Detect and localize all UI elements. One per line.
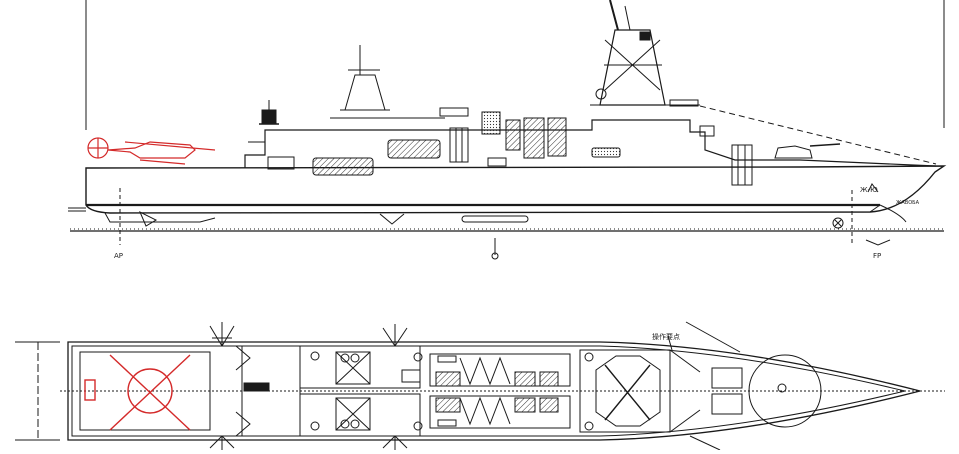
ap-label: AP — [114, 252, 123, 260]
launcher-box-3 — [547, 117, 567, 157]
ciws-mount — [261, 109, 277, 125]
helipad-marking — [79, 351, 211, 431]
launcher-bay-stbd — [429, 395, 571, 429]
hangar-equipment — [243, 382, 270, 392]
bridge-window — [699, 125, 715, 137]
callout-leader — [685, 321, 741, 353]
main-mast — [599, 29, 666, 106]
gun-deck-port — [711, 367, 743, 389]
hangar-chamfer — [235, 345, 251, 437]
door-panel-1 — [449, 127, 469, 163]
gun-turret-icon — [774, 145, 813, 159]
gun-deck-stbd — [711, 393, 743, 415]
searchlight — [595, 88, 607, 100]
jackstay — [699, 105, 937, 165]
gun-arc — [748, 354, 822, 428]
deck-hatch — [487, 157, 507, 167]
plan-view — [15, 321, 945, 451]
hangar-plan — [242, 345, 301, 437]
launcher-bay-port — [429, 353, 571, 387]
radar-array — [595, 355, 661, 427]
propeller-shaft — [104, 212, 216, 223]
hull-marking: Ж-Ю — [860, 186, 878, 194]
anchor-icon — [832, 217, 844, 229]
hangar-window — [267, 156, 295, 170]
launcher-zigzag-stbd — [459, 396, 511, 426]
deck-outline — [67, 341, 921, 441]
hull-outline — [85, 165, 947, 214]
rescue-boat — [312, 157, 374, 176]
hawse-mark — [867, 183, 879, 193]
fp-label: FP — [873, 252, 881, 260]
aft-mast — [344, 74, 386, 111]
bow-keel — [869, 204, 881, 213]
rudder — [139, 210, 158, 227]
name-plate: ЖАВОБА — [896, 200, 920, 206]
stern-flap — [68, 207, 86, 212]
bridge-wing-aft — [439, 107, 469, 117]
fp-marker — [865, 239, 891, 246]
lifeboat-icon — [387, 139, 441, 159]
deck-stores — [591, 147, 621, 158]
deck-box — [401, 369, 421, 383]
helipad — [71, 345, 243, 437]
bridge-roof — [669, 99, 699, 107]
radar-mast-icon — [639, 31, 651, 41]
launcher-zigzag-port — [459, 356, 511, 386]
deckhouse-stbd — [299, 393, 421, 437]
superstructure-outline — [244, 119, 937, 168]
plan-callout: 操作要点 — [652, 332, 680, 341]
midship-symbol — [491, 252, 499, 260]
launcher-box-2 — [523, 117, 545, 159]
bilge-fin — [379, 213, 405, 225]
deckhouse-port — [299, 345, 421, 389]
lifeboat-stations — [209, 322, 408, 450]
vent-unit — [481, 111, 501, 135]
forward-superstructure — [579, 349, 671, 433]
bow-forefoot — [879, 204, 907, 223]
vls-stbd — [335, 397, 371, 431]
vls-port — [335, 351, 371, 385]
launcher-box-1 — [505, 119, 521, 151]
sonar-dome — [461, 215, 529, 223]
gun-barrel — [809, 143, 841, 147]
helicopter-rotor — [84, 354, 191, 431]
forward-door — [731, 144, 753, 186]
helicopter-icon — [87, 137, 216, 165]
profile-view — [68, 0, 947, 260]
